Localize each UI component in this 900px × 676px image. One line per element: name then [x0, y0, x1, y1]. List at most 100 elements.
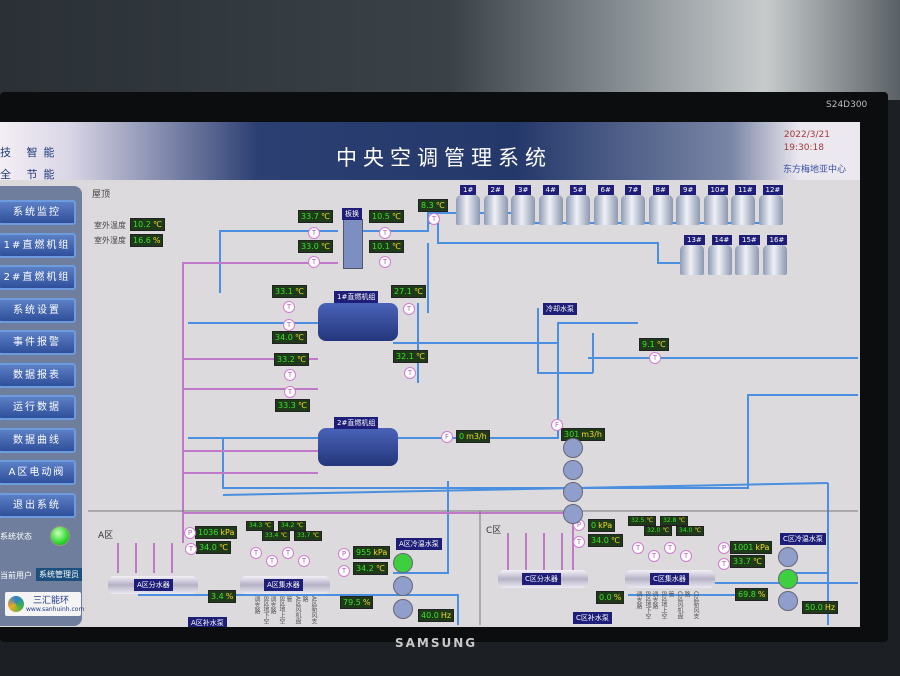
temperature-sensor-icon[interactable]: T	[403, 303, 415, 315]
cooling-tower-label: 5#	[570, 185, 587, 195]
sidebar: 系统监控 1#直燃机组 2#直燃机组系统设置事件报警数据报表运行数据数据曲线 A区电动…	[0, 186, 84, 626]
cooling-tower[interactable]	[538, 195, 563, 225]
outdoor-humidity-label: 室外湿度	[94, 236, 126, 245]
temperature-sensor-icon[interactable]: T	[680, 550, 692, 562]
readout-value: 33.7	[301, 212, 319, 221]
cooling-tower[interactable]	[680, 245, 704, 275]
monitor-model: S24D300	[826, 100, 868, 110]
temperature-sensor-icon[interactable]: T	[185, 543, 197, 555]
temperature-sensor-icon[interactable]: T	[632, 542, 644, 554]
temperature-sensor-icon[interactable]: T	[404, 367, 416, 379]
cooling-tower[interactable]	[593, 195, 618, 225]
nav-button-1[interactable]: 1#直燃机组	[0, 232, 76, 258]
chiller-2[interactable]	[318, 428, 398, 466]
pump-running-icon[interactable]	[778, 569, 798, 589]
temperature-sensor-icon[interactable]: T	[573, 536, 585, 548]
readout-value: 33.3	[278, 401, 296, 410]
header: 技 智能 全 节能 中央空调管理系统 2022/3/21 19:30:18 东方…	[0, 122, 860, 181]
readout-readings-ch2-out: 33.3℃	[275, 399, 310, 412]
readout-unit: %	[225, 592, 234, 601]
pump-icon[interactable]	[563, 504, 583, 524]
nav-button-5[interactable]: 数据报表	[0, 362, 76, 388]
temperature-sensor-icon[interactable]: T	[648, 550, 660, 562]
temperature-sensor-icon[interactable]: T	[308, 227, 320, 239]
cooling-tower[interactable]	[648, 195, 673, 225]
nav-button-8[interactable]: A区电动阀	[0, 460, 76, 485]
cooling-tower[interactable]	[566, 195, 590, 225]
cooling-tower[interactable]	[703, 195, 728, 225]
flow-sensor-icon[interactable]: F	[441, 431, 453, 443]
readout-value: 33.2	[277, 355, 295, 364]
temperature-sensor-icon[interactable]: T	[379, 227, 391, 239]
cooling-tower[interactable]	[621, 195, 645, 225]
cooling-tower[interactable]	[731, 195, 755, 225]
temperature-sensor-icon[interactable]: T	[664, 542, 676, 554]
readout-value: 69.8	[738, 590, 756, 599]
nav-button-3[interactable]: 系统设置	[0, 297, 76, 323]
readout-zone-a-supply-t: 34.0℃	[196, 541, 231, 554]
organization: 东方梅地亚中心	[782, 165, 846, 175]
pump-icon[interactable]	[563, 482, 583, 502]
pump-running-icon[interactable]	[393, 553, 413, 573]
chiller-1[interactable]	[318, 303, 398, 341]
cooling-tower[interactable]	[735, 245, 759, 275]
pump-icon[interactable]	[778, 591, 798, 611]
readout-zone-a-bypass: 79.5%	[340, 596, 374, 609]
temperature-sensor-icon[interactable]: T	[284, 369, 296, 381]
plate-heat-exchanger[interactable]	[343, 219, 363, 269]
temperature-sensor-icon[interactable]: T	[308, 256, 320, 268]
readout-unit: ℃	[294, 287, 304, 296]
readout-value: 32.0	[647, 527, 661, 534]
pump-icon[interactable]	[778, 547, 798, 567]
readout-value: 34.0	[275, 333, 293, 342]
temperature-sensor-icon[interactable]: T	[284, 386, 296, 398]
temperature-sensor-icon[interactable]: T	[649, 352, 661, 364]
zone-c-supply-header-label: C区分水器	[522, 573, 561, 585]
temperature-sensor-icon[interactable]: T	[379, 256, 391, 268]
nav-button-4[interactable]: 事件报警	[0, 330, 76, 355]
nav-button-0[interactable]: 系统监控	[0, 200, 76, 225]
temperature-sensor-icon[interactable]: T	[718, 558, 730, 570]
temperature-sensor-icon[interactable]: T	[283, 319, 295, 331]
cooling-tower[interactable]	[762, 245, 787, 275]
readout-unit: ℃	[280, 532, 288, 539]
temperature-sensor-icon[interactable]: T	[428, 213, 440, 225]
pump-icon[interactable]	[393, 576, 413, 596]
pressure-sensor-icon[interactable]: P	[718, 542, 730, 554]
nav-button-2[interactable]: 2#直燃机组	[0, 265, 76, 290]
cooling-tower[interactable]	[707, 245, 732, 275]
cooling-tower-label: 2#	[487, 185, 504, 195]
cooling-tower[interactable]	[456, 195, 480, 225]
readout-unit: %	[613, 593, 622, 602]
readout-unit: %	[757, 590, 766, 599]
cooling-tower[interactable]	[511, 195, 535, 225]
nav-button-9[interactable]: 退出系统	[0, 492, 76, 518]
pump-icon[interactable]	[563, 438, 583, 458]
flow-sensor-icon[interactable]: F	[551, 419, 563, 431]
pressure-sensor-icon[interactable]: P	[184, 527, 196, 539]
pump-icon[interactable]	[563, 460, 583, 480]
temperature-sensor-icon[interactable]: T	[338, 565, 350, 577]
cooling-tower[interactable]	[483, 195, 508, 225]
cooling-tower[interactable]	[676, 195, 700, 225]
temperature-sensor-icon[interactable]: T	[298, 555, 310, 567]
nav-button-6[interactable]: 运行数据	[0, 395, 76, 420]
pressure-sensor-icon[interactable]: P	[338, 548, 350, 560]
readout-unit: ℃	[320, 212, 330, 221]
cooling-tower[interactable]	[758, 195, 783, 225]
temperature-sensor-icon[interactable]: T	[283, 301, 295, 313]
nav-button-7[interactable]: 数据曲线	[0, 427, 76, 453]
temperature-sensor-icon[interactable]: T	[266, 555, 278, 567]
temperature-sensor-icon[interactable]: T	[282, 547, 294, 559]
cooling-tower-label: 1#	[460, 185, 477, 195]
readout-unit: ℃	[662, 527, 670, 534]
temperature-sensor-icon[interactable]: T	[250, 547, 262, 559]
zone-a-chw-pump-label: A区冷温水泵	[396, 538, 442, 550]
cooling-tower-label: 10#	[707, 185, 729, 195]
branch-label: B区地上空调支路	[269, 596, 285, 625]
pump-icon[interactable]	[393, 599, 413, 619]
system-diagram: 屋顶 室外温度 室外湿度 板换 冷却水泵 1#直燃机组 2#直燃机组 A区 C区…	[88, 183, 858, 627]
readout-value: 33.1	[275, 287, 293, 296]
